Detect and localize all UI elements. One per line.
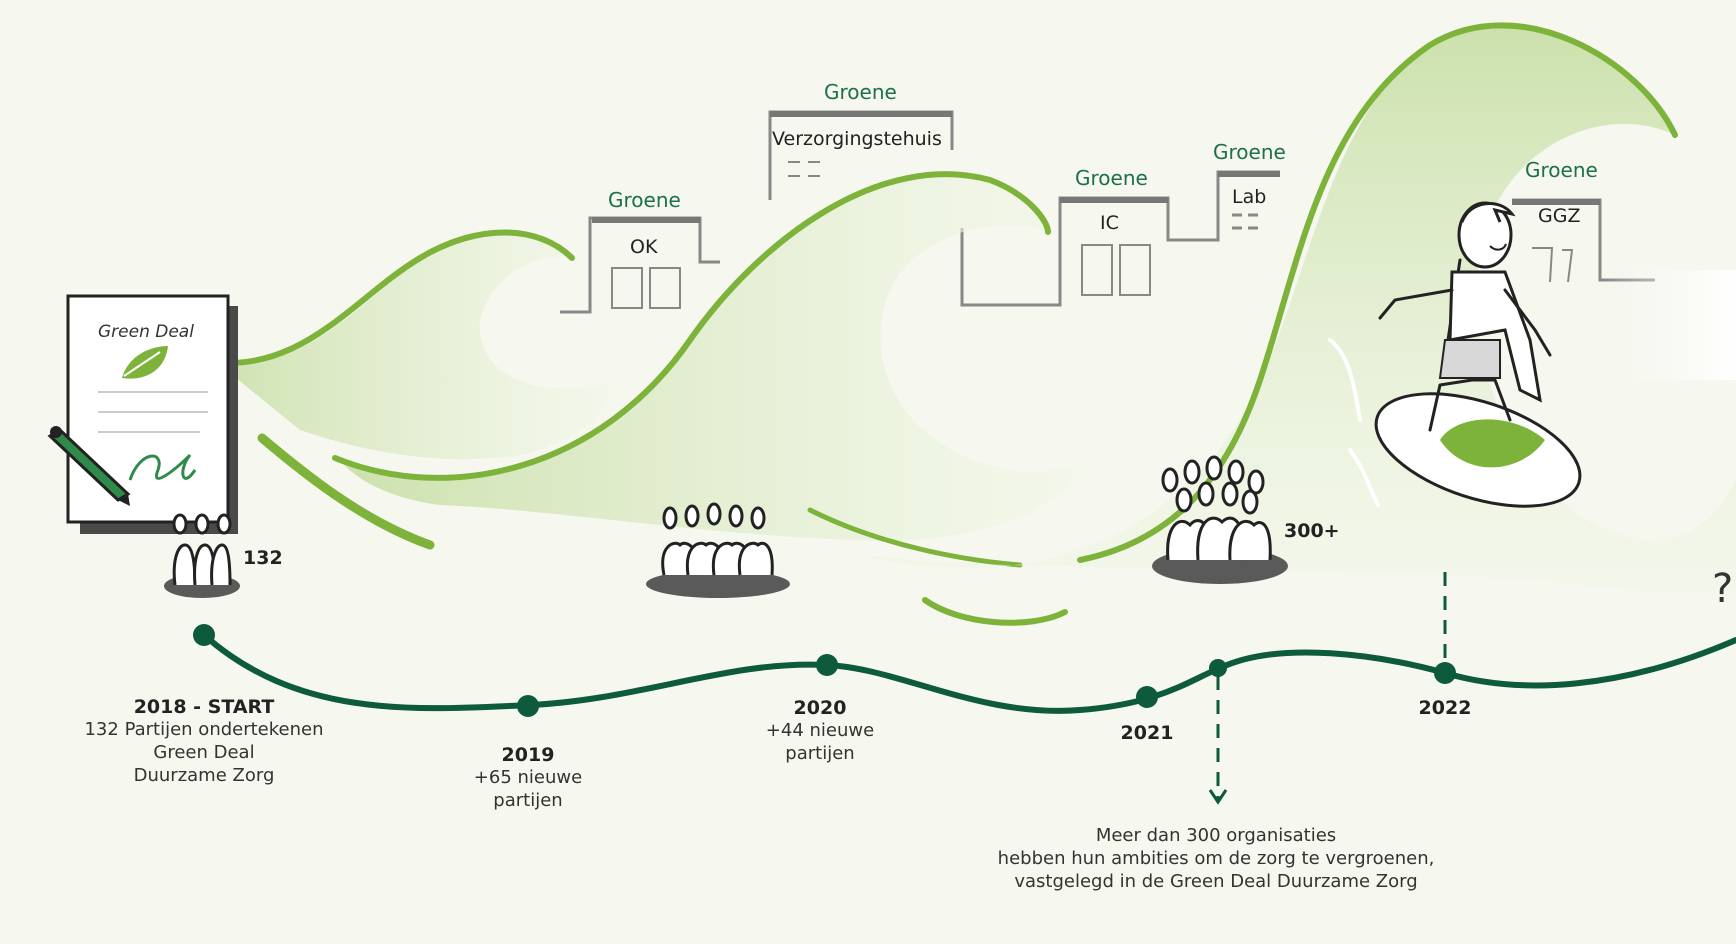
callout-text: Meer dan 300 organisaties hebben hun amb… — [936, 824, 1496, 893]
future-question-mark: ? — [1712, 566, 1734, 612]
wave-2 — [332, 171, 1100, 626]
building-prefix-verzorgingstehuis: Groene — [824, 80, 897, 104]
count-start: 132 — [243, 547, 283, 569]
building-name-ic: IC — [1100, 212, 1119, 234]
building-prefix-ic: Groene — [1075, 166, 1148, 190]
building-verzorgingstehuis — [768, 110, 954, 200]
callout-line: vastgelegd in de Green Deal Duurzame Zor… — [1014, 871, 1418, 892]
timeline-entry-2019: 2019 +65 nieuwe partijen — [428, 744, 628, 812]
timeline-year: 2018 - START — [133, 696, 275, 718]
building-ok — [560, 216, 720, 314]
building-name-verzorgingstehuis: Verzorgingstehuis — [772, 128, 942, 150]
timeline-year: 2022 — [1418, 697, 1472, 719]
document-label: Green Deal — [98, 322, 194, 342]
timeline-year: 2021 — [1120, 722, 1174, 744]
timeline-desc-line: +44 nieuwe — [765, 720, 875, 741]
timeline-desc-line: Duurzame Zorg — [133, 765, 275, 786]
timeline-desc-line: +65 nieuwe — [473, 767, 583, 788]
people-group-icon — [646, 502, 790, 598]
timeline-desc-line: partijen — [493, 790, 563, 811]
timeline-desc-line: partijen — [785, 743, 855, 764]
building-ggz — [1512, 198, 1655, 283]
timeline-entry-2018: 2018 - START 132 Partijen ondertekenen G… — [54, 696, 354, 787]
timeline-desc-line: 132 Partijen ondertekenen — [84, 719, 324, 740]
building-name-lab: Lab — [1232, 186, 1267, 208]
timeline-entry-2022: 2022 — [1395, 697, 1495, 719]
people-group-icon — [1152, 455, 1288, 584]
surfer-icon — [1328, 201, 1582, 508]
timeline-entry-2021: 2021 — [1097, 722, 1197, 744]
building-name-ok: OK — [630, 236, 658, 258]
pen-icon — [47, 426, 131, 506]
timeline-entry-2020: 2020 +44 nieuwe partijen — [720, 697, 920, 765]
leaf-icon — [122, 346, 168, 379]
timeline-desc-line: Green Deal — [153, 742, 255, 763]
building-prefix-ggz: Groene — [1525, 158, 1598, 182]
timeline-dot — [193, 624, 1456, 717]
building-name-ggz: GGZ — [1538, 205, 1581, 227]
building-prefix-ok: Groene — [608, 188, 681, 212]
building-prefix-lab: Groene — [1213, 140, 1286, 164]
wave-1 — [192, 229, 623, 550]
people-group-icon — [164, 513, 240, 598]
building-ic — [960, 170, 1280, 307]
callout-line: Meer dan 300 organisaties — [1095, 825, 1337, 846]
signed-document-icon — [66, 294, 238, 534]
callout-line: hebben hun ambities om de zorg te vergro… — [997, 848, 1435, 869]
timeline-year: 2020 — [793, 697, 847, 719]
count-later: 300+ — [1284, 520, 1340, 542]
timeline-year: 2019 — [501, 744, 555, 766]
